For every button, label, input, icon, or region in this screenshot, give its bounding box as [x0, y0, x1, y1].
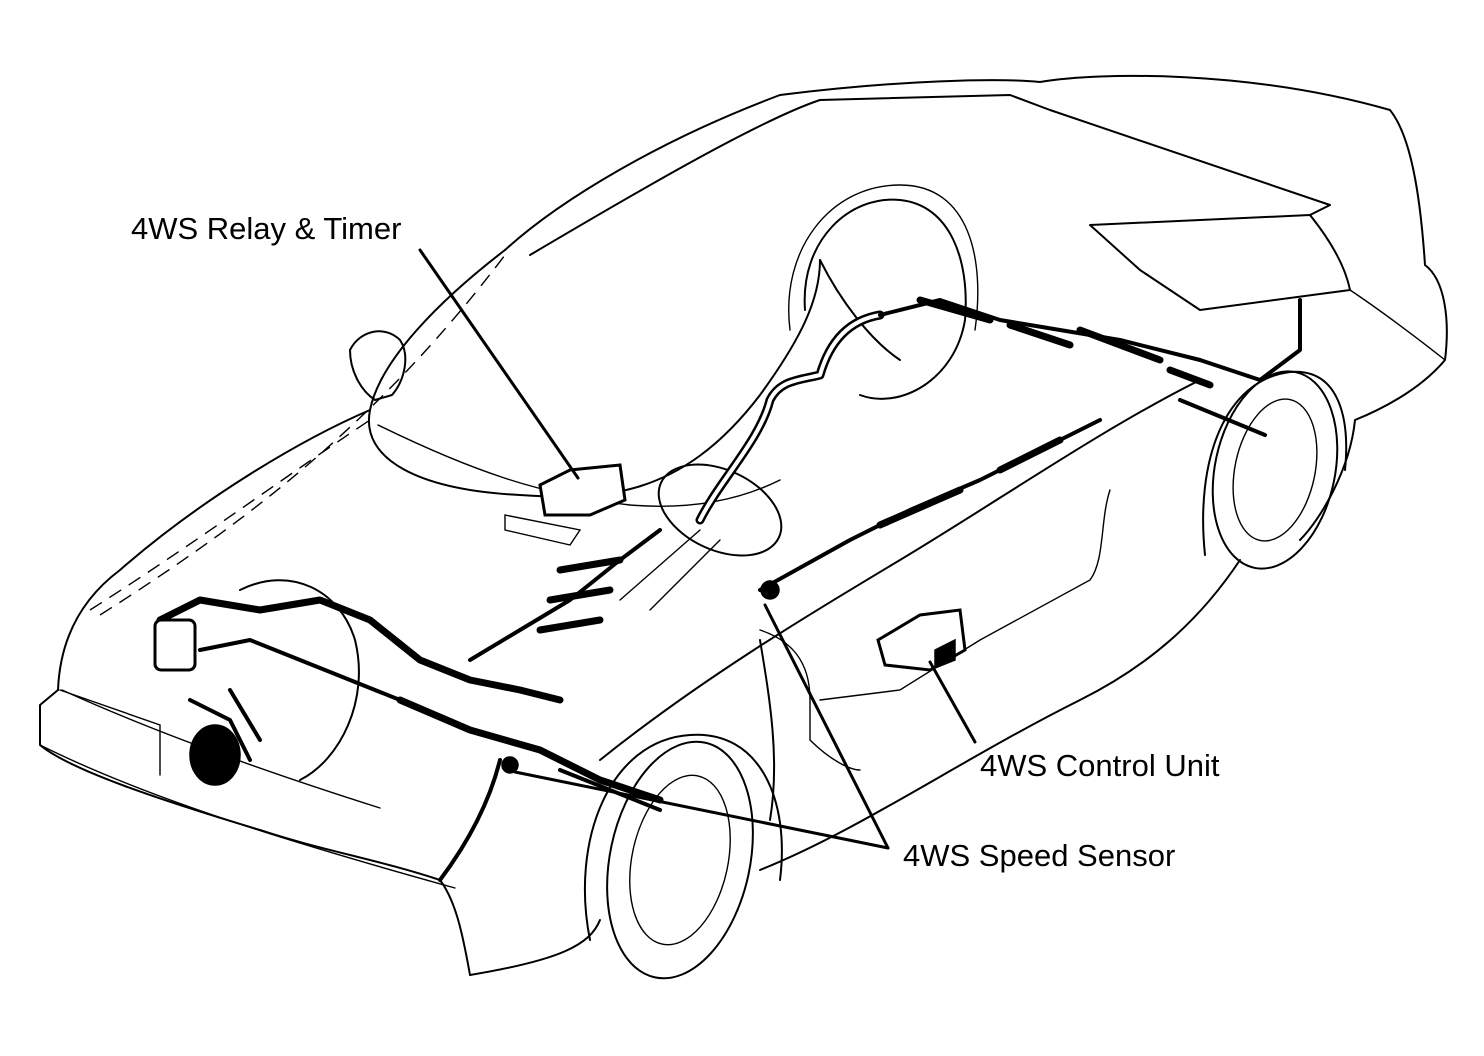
speed-sensor-front [760, 580, 780, 600]
wheel-arch-front-near [583, 733, 783, 941]
leader-speed-sensor-b [513, 770, 890, 850]
wheel-rear-far [803, 198, 967, 400]
rear-pipe-main [695, 310, 885, 525]
side-mirror [349, 330, 407, 401]
front-steering-rack [396, 696, 664, 804]
center-shaft [876, 436, 1064, 529]
wheel-arch-rear-near [1202, 370, 1348, 556]
rear-harness-line [878, 298, 1302, 382]
roof-outline [504, 74, 1426, 266]
leader-control-unit [928, 660, 977, 744]
control-unit-line [819, 489, 1111, 701]
steering-wheel [619, 463, 783, 611]
steering-column [619, 529, 721, 611]
label-relay-timer: 4WS Relay & Timer [131, 211, 401, 246]
beltline [99, 254, 506, 616]
side-body-line [599, 379, 1201, 761]
headlight-left [59, 689, 161, 776]
lower-tube [759, 629, 861, 771]
relay-timer-component [504, 463, 627, 546]
car-body [39, 74, 1448, 976]
wheel-arch-rear-far [788, 184, 979, 331]
front-bumper-lower [39, 744, 456, 889]
door-cut [759, 639, 776, 821]
engine-pump [189, 724, 241, 786]
callout-labels: 4WS Relay & Timer 4WS Control Unit 4WS S… [131, 211, 1220, 873]
wiring-harness [153, 296, 1302, 882]
rear-window [1089, 214, 1351, 311]
roof-inner-line [529, 94, 1331, 256]
wheel-front-far [239, 579, 360, 781]
speed-sensor-wheel [501, 756, 519, 774]
pump-hoses [188, 688, 262, 762]
rear-tie-rod [1178, 398, 1267, 437]
engine-bay-harness [156, 596, 564, 704]
rear-steering-actuator [916, 296, 1214, 389]
leader-lines [418, 248, 977, 850]
steering-wheel-rim [657, 463, 783, 557]
label-speed-sensor: 4WS Speed Sensor [903, 838, 1175, 873]
control-unit-component [876, 608, 967, 672]
leader-relay-timer [418, 248, 580, 480]
speed-sensor-component [501, 580, 780, 774]
rocker-panel [469, 559, 1241, 976]
front-bumper [39, 689, 471, 976]
front-harness-bundle [536, 556, 624, 634]
windshield [367, 249, 821, 498]
wheel-front-near [606, 740, 754, 980]
leader-speed-sensor-a [763, 603, 890, 850]
hub-rear-near [1232, 398, 1318, 542]
rear-bumper [1349, 289, 1446, 361]
wheel-rear-near [1211, 370, 1339, 570]
hood-outline [57, 409, 371, 691]
label-control-unit: 4WS Control Unit [980, 748, 1220, 783]
wheels [239, 184, 1348, 980]
hub-front-near [629, 774, 731, 946]
engine-reservoir [153, 618, 197, 672]
relay-timer-box [538, 463, 627, 517]
front-lower-line [438, 758, 502, 882]
hood-crease [89, 419, 371, 611]
a-pillar [819, 259, 901, 361]
